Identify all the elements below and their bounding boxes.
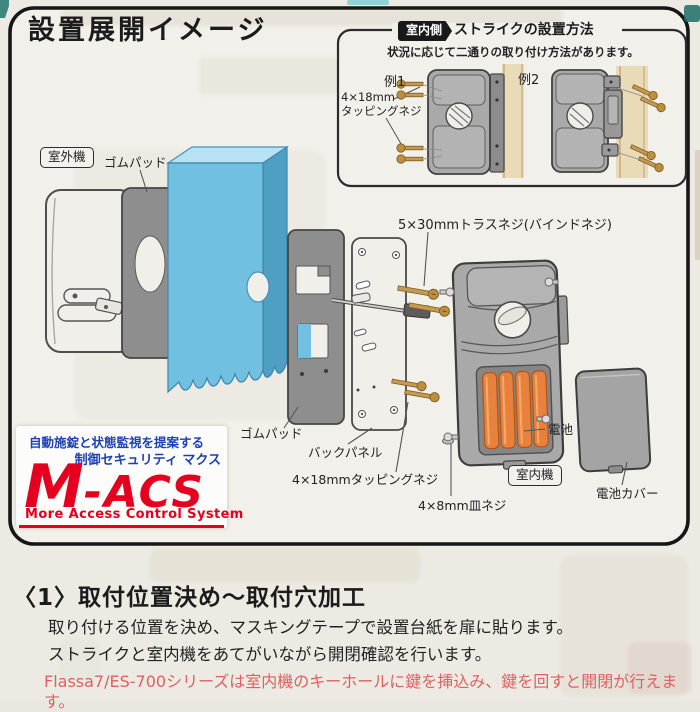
rubber-pad1-label: ゴムパッド	[104, 155, 167, 170]
outdoor-unit	[45, 189, 135, 353]
example2-label: 例2	[518, 73, 540, 88]
instruction-line2: ストライクと室内機をあてがいながら開閉確認を行います。	[48, 645, 492, 664]
tapping-screw-label: 4×18mmタッピングネジ	[292, 472, 439, 487]
inset-tapping-screws	[396, 79, 666, 173]
outdoor-unit-label: 室外機	[40, 147, 94, 168]
batteries	[481, 370, 549, 450]
macs-logo: 自動施錠と状態監視を提案する 制御セキュリティ マクス M-ACS More A…	[16, 426, 243, 528]
rubber-pad-2	[287, 229, 345, 425]
logo-brand: M-ACS	[24, 452, 205, 522]
small-silver-screws	[439, 277, 559, 445]
inset-title: ストライクの設置方法	[454, 22, 594, 38]
inset-subtitle: 状況に応じて二通りの取り付け方法があります。	[387, 45, 639, 59]
logo-brand-m: M	[24, 452, 84, 522]
indoor-unit-label: 室内機	[508, 465, 562, 486]
flat-screw-label: 4×8mm皿ネジ	[418, 498, 507, 513]
truss-screws	[397, 285, 450, 317]
logo-brand-rest: -ACS	[83, 467, 206, 518]
example1-label: 例1	[384, 75, 406, 90]
battery-cover	[574, 367, 652, 474]
instruction-note-red: Flassa7/ES-700シリーズは室内機のキーホールに鍵を挿込み、鍵を回すと…	[44, 672, 678, 711]
rubber-pad2-label: ゴムパッド	[240, 426, 303, 441]
scan-bleedthrough-ghosts	[60, 548, 692, 696]
battery-cover-label: 電池カバー	[596, 486, 659, 501]
tapping-screws	[391, 378, 440, 403]
door-section	[166, 145, 289, 394]
section-heading: 〈1〉取付位置決め〜取付穴加工	[13, 585, 367, 611]
rubber-pad-1	[121, 187, 179, 359]
logo-underline	[19, 524, 224, 528]
truss-screw-label: 5×30mmトラスネジ(バインドネジ)	[398, 218, 612, 233]
back-panel-label: バックパネル	[308, 445, 383, 460]
logo-subtitle: More Access Control System	[25, 507, 244, 522]
scan-artifacts	[0, 0, 700, 260]
indoor-side-badge: 室内側	[398, 21, 453, 41]
instruction-line1: 取り付ける位置を決め、マスキングテープで設置台紙を扉に貼ります。	[48, 618, 573, 637]
logo-tagline2: 制御セキュリティ マクス	[74, 453, 221, 468]
logo-tagline1: 自動施錠と状態監視を提案する	[29, 435, 205, 450]
inset-screw-label: 4×18mm タッピングネジ	[341, 90, 422, 119]
indoor-unit	[451, 259, 569, 470]
inset-example2-strike	[551, 66, 648, 178]
battery-label: 電池	[548, 422, 574, 437]
inset-example1-strike	[385, 64, 524, 178]
page-title: 設置展開イメージ	[28, 15, 268, 46]
leader-lines	[139, 169, 628, 496]
